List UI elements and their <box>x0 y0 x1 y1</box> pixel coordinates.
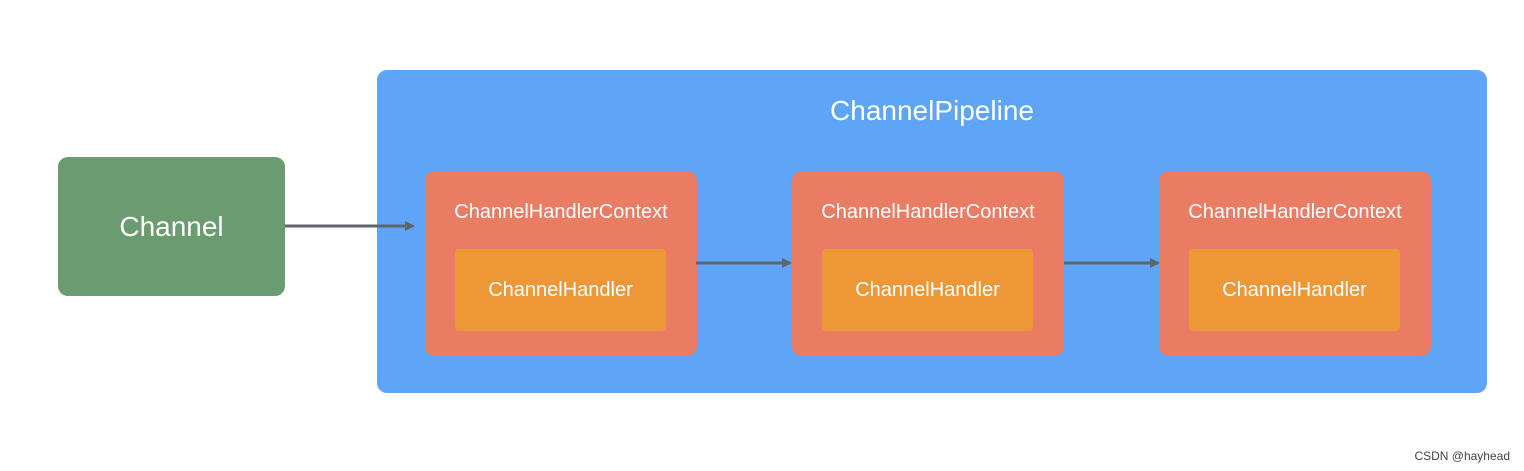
handler-context-label: ChannelHandlerContext <box>1188 201 1402 223</box>
channel-pipeline-box: ChannelPipeline ChannelHandlerContext Ch… <box>377 70 1487 393</box>
handler-context-2: ChannelHandlerContext ChannelHandler <box>792 171 1064 356</box>
handler-context-1: ChannelHandlerContext ChannelHandler <box>425 171 697 356</box>
channel-box: Channel <box>58 157 285 296</box>
handler-context-label: ChannelHandlerContext <box>821 201 1035 223</box>
channel-label: Channel <box>119 210 224 242</box>
handler-context-3: ChannelHandlerContext ChannelHandler <box>1159 171 1431 356</box>
watermark: CSDN @hayhead <box>1414 449 1510 463</box>
channel-handler-1: ChannelHandler <box>455 249 666 331</box>
handler-context-label: ChannelHandlerContext <box>454 201 668 223</box>
channel-handler-2: ChannelHandler <box>822 249 1033 331</box>
pipeline-title: ChannelPipeline <box>830 95 1034 126</box>
channel-handler-3: ChannelHandler <box>1189 249 1400 331</box>
